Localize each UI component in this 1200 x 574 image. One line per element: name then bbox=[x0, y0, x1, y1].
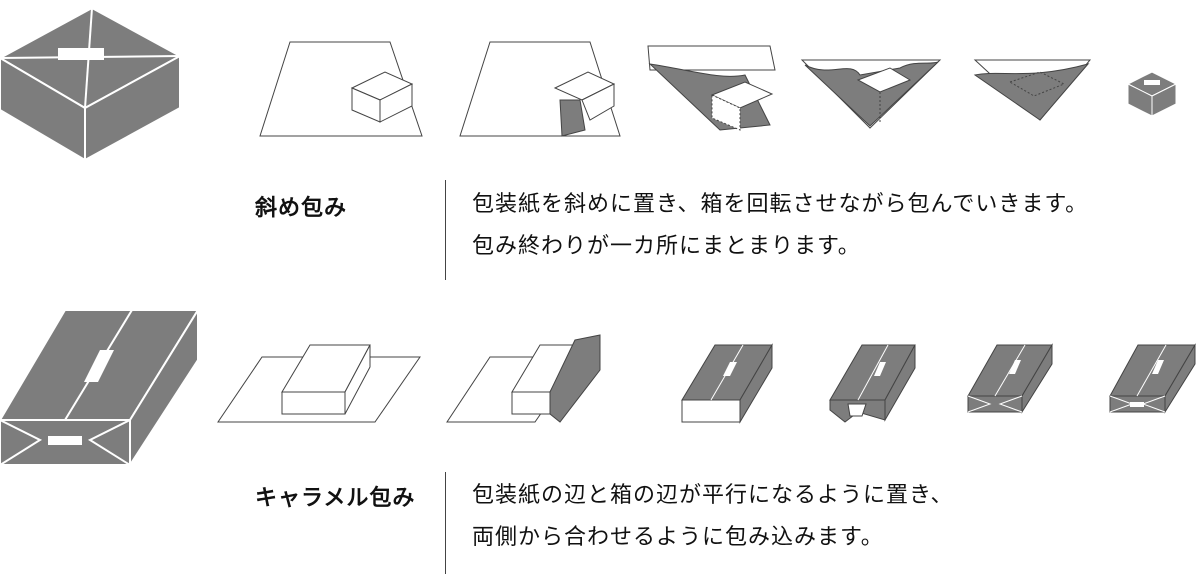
step-3 bbox=[647, 45, 776, 131]
caramel-wrap-finished-box bbox=[0, 306, 200, 469]
step-5 bbox=[967, 343, 1053, 414]
box-right bbox=[129, 306, 199, 469]
method-label-diagonal: 斜め包み bbox=[255, 196, 348, 221]
step-4 bbox=[829, 344, 916, 423]
description-line: 包装紙の辺と箱の辺が平行になるように置き、 bbox=[472, 483, 954, 508]
diagonal-wrap-finished-box bbox=[0, 6, 183, 162]
method-label-caramel: キャラメル包み bbox=[255, 486, 416, 511]
description-line: 包み終わりが一カ所にまとまります。 bbox=[472, 234, 861, 259]
diagonal-wrap-steps bbox=[259, 41, 1178, 137]
method-description-diagonal: 包装紙を斜めに置き、箱を回転させながら包んでいきます。 包み終わりが一カ所にまと… bbox=[472, 184, 1088, 268]
step-1 bbox=[259, 41, 423, 137]
description-line: 包装紙を斜めに置き、箱を回転させながら包んでいきます。 bbox=[472, 192, 1089, 217]
step-1 bbox=[217, 344, 421, 423]
tape bbox=[84, 350, 114, 382]
step-4 bbox=[800, 59, 942, 129]
caramel-wrap-steps bbox=[217, 334, 1196, 424]
seal-sticker bbox=[48, 436, 82, 445]
step-2 bbox=[446, 334, 601, 423]
method-description-caramel: 包装紙の辺と箱の辺が平行になるように置き、 両側から合わせるように包み込みます。 bbox=[472, 475, 953, 559]
box-right bbox=[84, 54, 181, 162]
divider bbox=[445, 180, 446, 280]
description-line: 両側から合わせるように包み込みます。 bbox=[472, 525, 884, 550]
divider bbox=[445, 472, 446, 574]
step-2 bbox=[459, 41, 621, 137]
step-3 bbox=[681, 343, 773, 424]
step-6 bbox=[1109, 343, 1196, 414]
step-6 bbox=[1126, 71, 1178, 117]
seal-sticker bbox=[58, 48, 104, 60]
step-5 bbox=[973, 59, 1092, 121]
